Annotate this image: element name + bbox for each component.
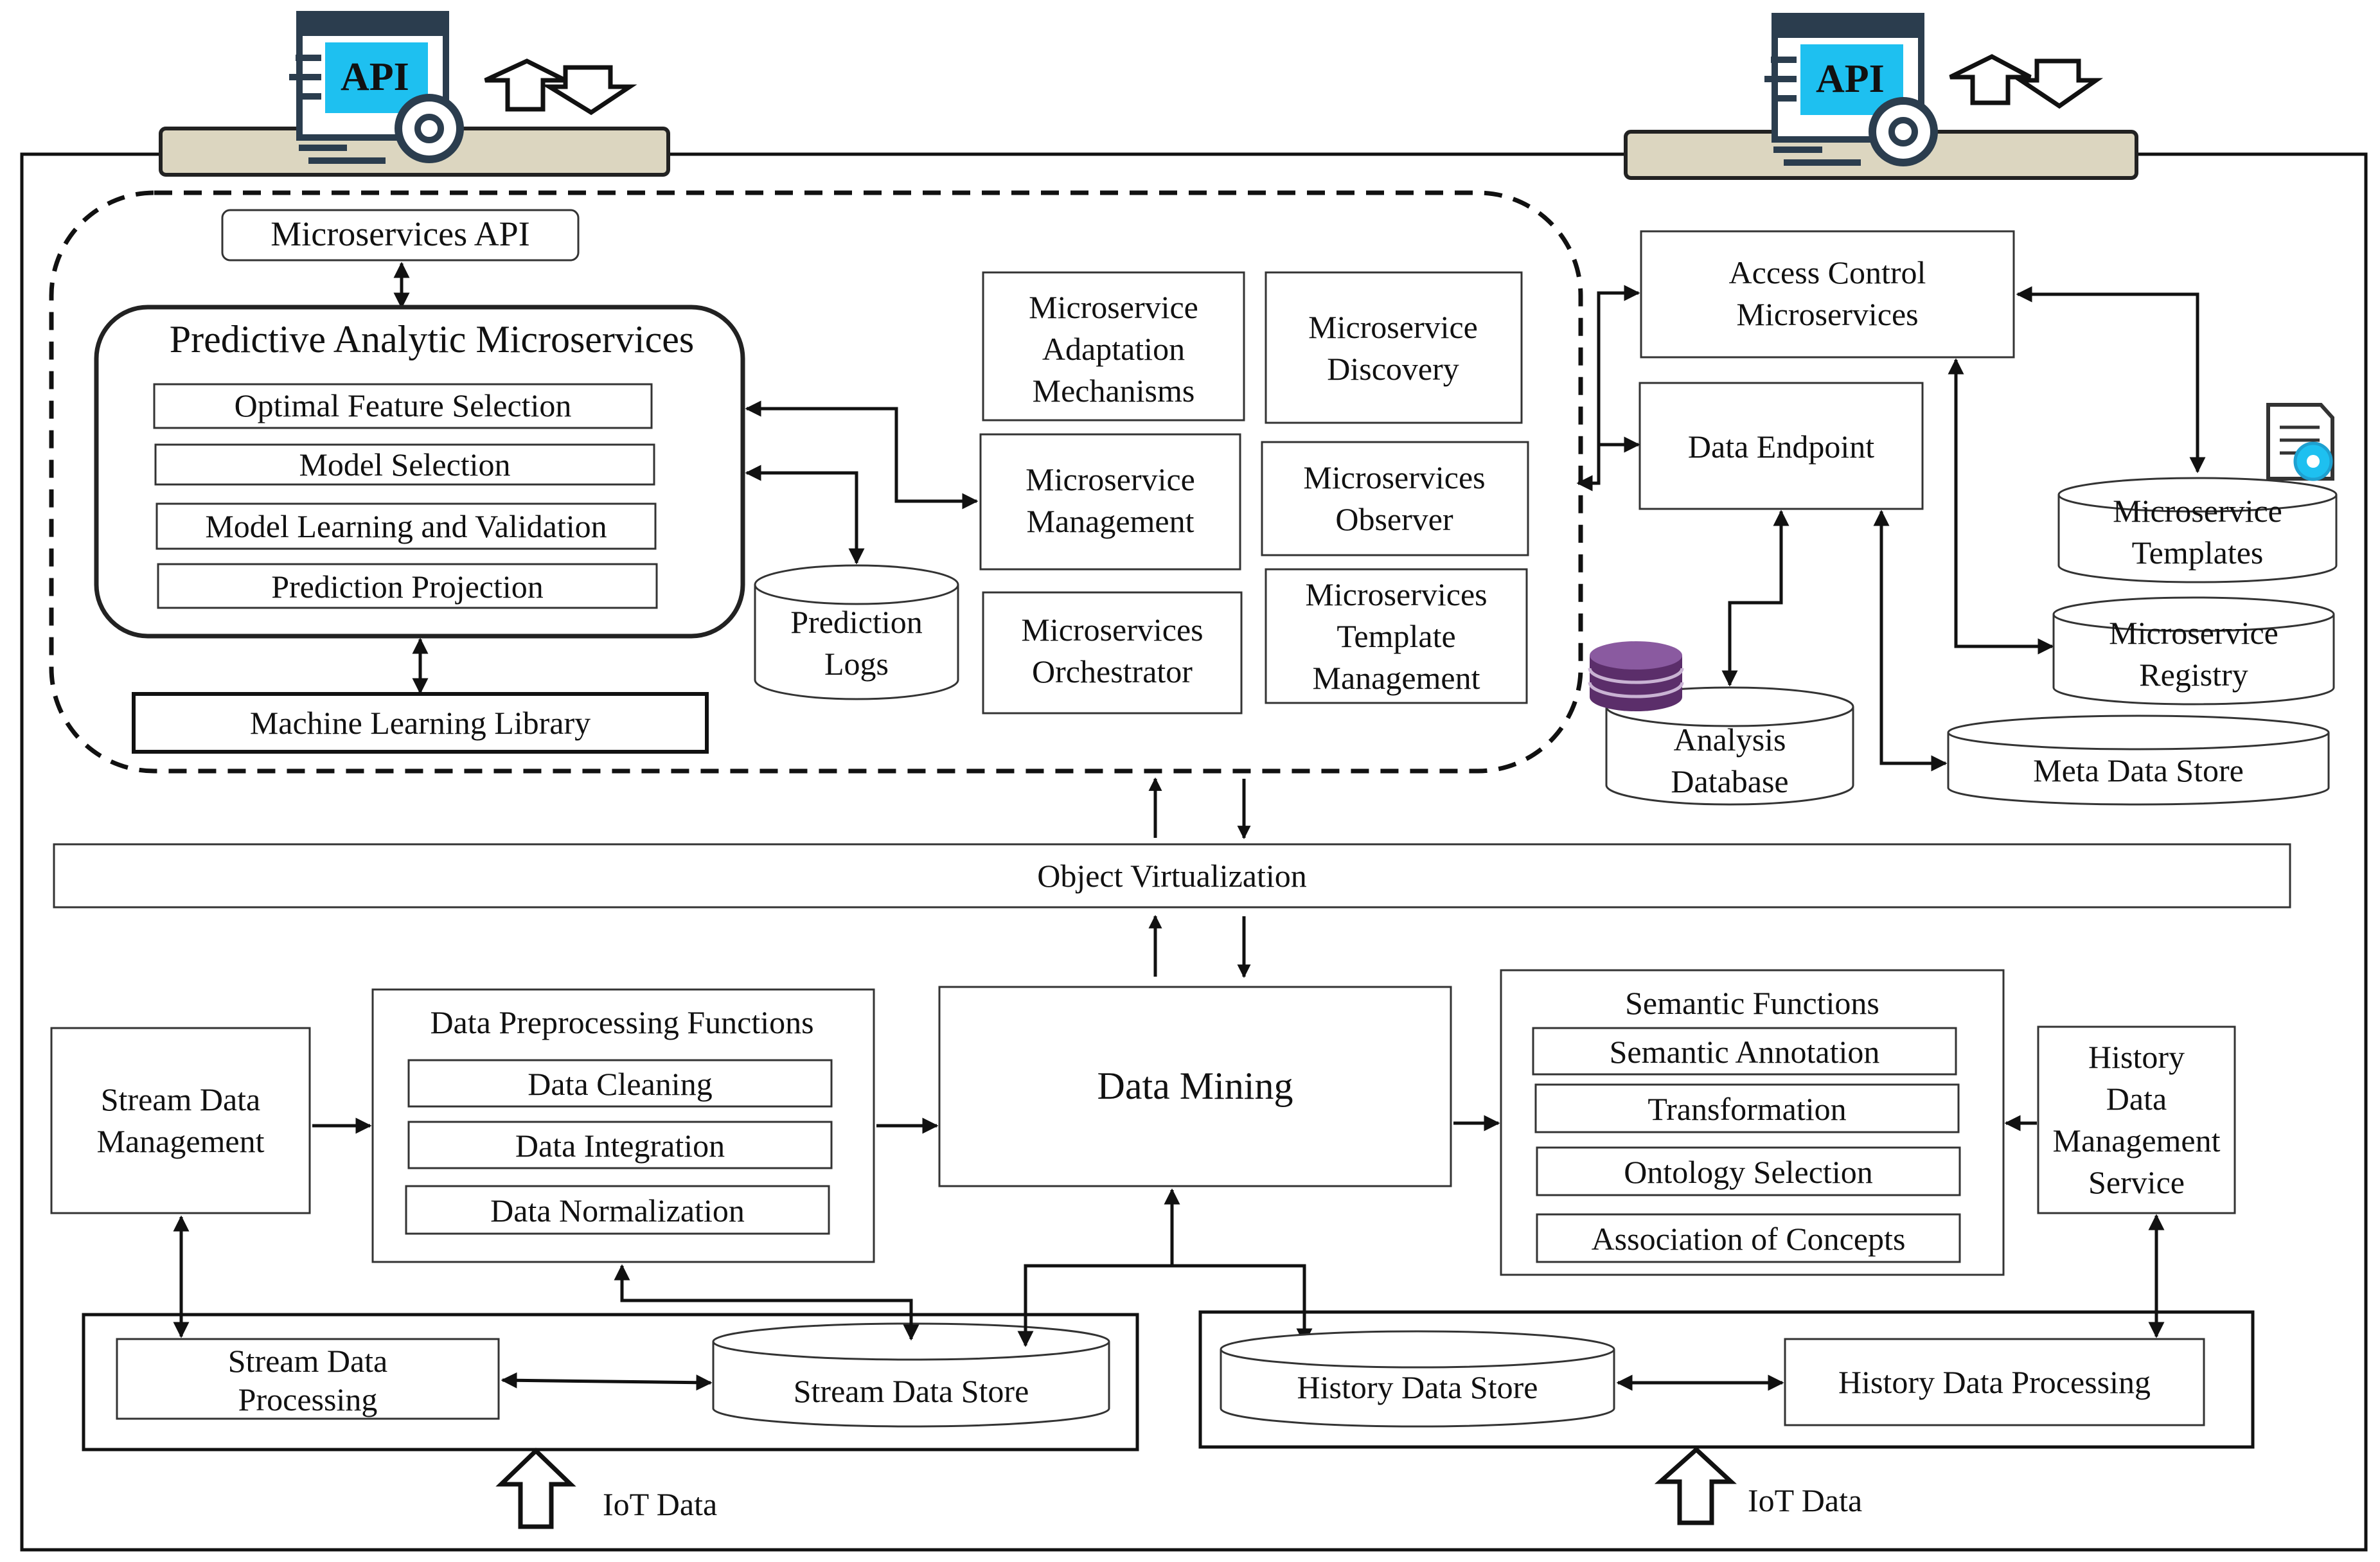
svg-text:Analysis: Analysis [1674,722,1786,758]
history-management-label-2: Data [2106,1081,2167,1117]
iot-input-arrow-icon [1654,1446,1737,1525]
api-label: API [341,55,409,99]
optimal-feature-selection: Optimal Feature Selection [235,387,572,423]
microservices-api-label: Microservices API [271,215,529,253]
svg-text:Stream Data Store: Stream Data Store [794,1373,1029,1409]
template-management-label: Microservices [1305,576,1487,612]
object-virtualization-bar [53,843,2291,909]
transformation: Transformation [1647,1091,1846,1127]
discovery-label-2: Discovery [1327,351,1459,387]
svg-text:Logs: Logs [824,646,889,682]
download-arrow-icon [541,65,637,116]
management-label: Microservice [1026,461,1195,497]
svg-text:Prediction: Prediction [790,604,923,640]
orchestrator-label: Microservices [1021,612,1203,648]
preprocessing-title: Data Preprocessing Functions [430,1004,813,1040]
stream-processing-label: Stream Data [228,1343,388,1379]
history-management-label: History [2088,1039,2185,1075]
semantic-title: Semantic Functions [1625,985,1879,1021]
semantic-annotation: Semantic Annotation [1610,1034,1880,1070]
access-control-label-2: Microservices [1736,296,1918,332]
history-container [1198,1310,2255,1449]
database-stack-icon [1588,641,1684,711]
orchestrator-label-2: Orchestrator [1032,653,1193,689]
document-gear-icon [2266,403,2334,481]
data-normalization: Data Normalization [490,1193,745,1229]
api-label: API [1816,57,1885,101]
history-management-label-4: Service [2088,1164,2185,1200]
iot-input-arrow-icon [495,1448,576,1529]
api-tab-left: API [159,11,670,177]
upload-arrow-icon [1949,54,2032,105]
object-virtualization-label: Object Virtualization [1037,858,1307,894]
template-management-label-2: Template [1337,618,1455,654]
observer-label-2: Observer [1335,501,1453,537]
predictive-analytic-title: Predictive Analytic Microservices [170,318,694,360]
history-data-store-db: History Data Store [1220,1330,1615,1428]
management-label-2: Management [1026,503,1194,539]
microservice-templates-db: Microservice Templates [2057,477,2338,583]
data-cleaning: Data Cleaning [528,1066,712,1102]
svg-text:Microservice: Microservice [2109,615,2278,651]
outer-frame [20,152,2368,1552]
prediction-logs-db: Prediction Logs [754,564,959,700]
ml-library-box [132,692,709,754]
api-tab-right: API [1624,13,2138,180]
svg-text:Database: Database [1671,763,1788,799]
stream-container [82,1313,1139,1451]
association-of-concepts: Association of Concepts [1592,1221,1906,1257]
stream-management-label: Stream Data [101,1081,261,1117]
svg-text:Templates: Templates [2132,535,2264,571]
access-control-label: Access Control [1729,254,1926,290]
download-arrow-icon [2013,58,2104,109]
ml-library-label: Machine Learning Library [250,705,591,741]
iot-data-label-left: IoT Data [603,1486,717,1522]
data-endpoint-label: Data Endpoint [1688,429,1874,465]
api-gear-icon: API [289,11,464,164]
prediction-projection: Prediction Projection [271,569,544,605]
model-learning-validation: Model Learning and Validation [205,508,607,544]
template-management-label-3: Management [1312,660,1480,696]
history-management-label-3: Management [2052,1123,2220,1158]
ontology-selection: Ontology Selection [1624,1154,1872,1190]
svg-text:Meta Data Store: Meta Data Store [2033,752,2244,788]
api-gear-icon: API [1764,13,1938,166]
adaptation-label-3: Mechanisms [1033,373,1195,409]
iot-data-label-right: IoT Data [1748,1482,1862,1518]
data-mining-label: Data Mining [1097,1065,1293,1107]
svg-text:Microservice: Microservice [2113,493,2282,529]
microservice-registry-db: Microservice Registry [2052,596,2335,706]
adaptation-label: Microservice [1029,289,1198,325]
model-selection: Model Selection [299,447,510,483]
history-processing-label: History Data Processing [1838,1364,2151,1400]
data-integration: Data Integration [515,1128,725,1164]
upload-arrow-icon [484,58,567,112]
discovery-label: Microservice [1308,309,1478,345]
analysis-database-db: Analysis Database [1605,686,1854,806]
observer-label: Microservices [1303,459,1485,495]
meta-data-store-db: Meta Data Store [1947,714,2330,806]
svg-text:History Data Store: History Data Store [1297,1369,1538,1405]
svg-text:Registry: Registry [2139,657,2248,693]
stream-processing-label-2: Processing [238,1381,378,1417]
adaptation-label-2: Adaptation [1042,331,1185,367]
stream-management-label-2: Management [96,1123,264,1159]
